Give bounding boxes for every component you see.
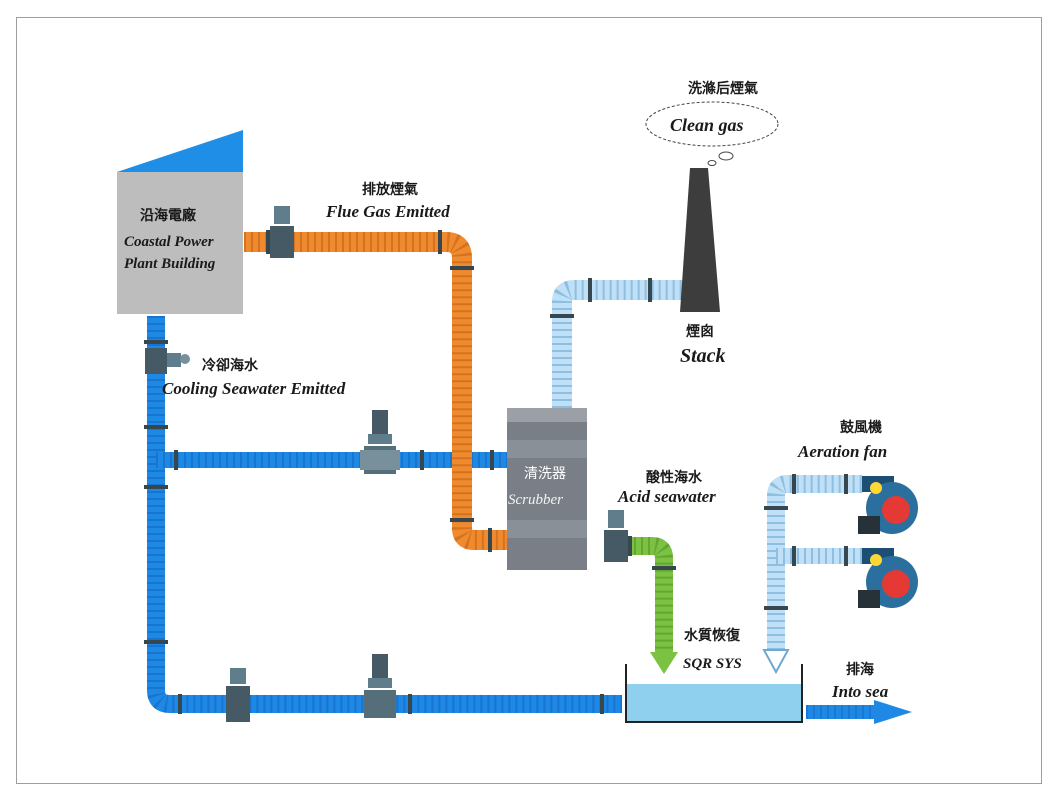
seawater-pipe-network: [144, 316, 622, 714]
sqr-tank: [625, 664, 803, 723]
clean-gas-label-zh: 洗滌后煙氣: [688, 80, 758, 97]
flue-gas-label-zh: 排放煙氣: [362, 181, 418, 198]
sea-label-zh: 排海: [846, 661, 874, 678]
acid-seawater-valve: [604, 510, 628, 562]
plant-label-zh: 沿海電廠: [140, 207, 197, 224]
cooling-label-zh: 冷卻海水: [202, 357, 259, 374]
scrubber-tower: [507, 408, 587, 570]
cooling-label-en: Cooling Seawater Emitted: [162, 379, 346, 398]
flue-gas-pipe: [244, 206, 508, 552]
flue-gas-label-en: Flue Gas Emitted: [325, 202, 450, 221]
seawater-valve-vertical: [145, 348, 190, 374]
clean-gas-cloud: [645, 101, 779, 166]
discharge-arrow: [806, 700, 912, 724]
plant-label-en-2: Plant Building: [124, 256, 216, 272]
fan-label-zh: 鼓風機: [840, 419, 882, 436]
sqr-label-en: SQR SYS: [683, 656, 742, 672]
acid-label-en: Acid seawater: [617, 487, 716, 506]
scrubber-label-zh: 清洗器: [524, 466, 566, 482]
acid-label-zh: 酸性海水: [646, 469, 703, 486]
sqr-label-zh: 水質恢復: [684, 627, 741, 644]
clean-gas-pipe: [550, 278, 684, 408]
clean-gas-label-en: Clean gas: [670, 115, 744, 135]
flue-gas-valve: [270, 206, 294, 258]
aeration-fan-upper: [858, 476, 918, 534]
seawater-valve-lower: [226, 668, 250, 722]
stack-label-zh: 煙囪: [686, 323, 714, 340]
seawater-pump-upper: [360, 410, 400, 474]
stack-label-en: Stack: [680, 345, 726, 367]
plant-label-en-1: Coastal Power: [124, 234, 214, 250]
acid-seawater-pipe: [604, 510, 678, 674]
aeration-pipe: [762, 474, 862, 675]
power-plant-building: [117, 130, 243, 314]
aeration-fan-lower: [858, 548, 918, 608]
fan-label-en: Aeration fan: [797, 442, 887, 461]
building-roof: [117, 130, 243, 172]
scrubber-label-en: Scrubber: [508, 492, 563, 508]
sea-label-en: Into sea: [831, 682, 889, 701]
seawater-pump-lower: [364, 654, 396, 718]
stack-chimney: [680, 168, 720, 312]
fan-direction-icon: [870, 554, 882, 566]
fan-direction-icon: [870, 482, 882, 494]
diagram-frame: [16, 17, 1042, 784]
